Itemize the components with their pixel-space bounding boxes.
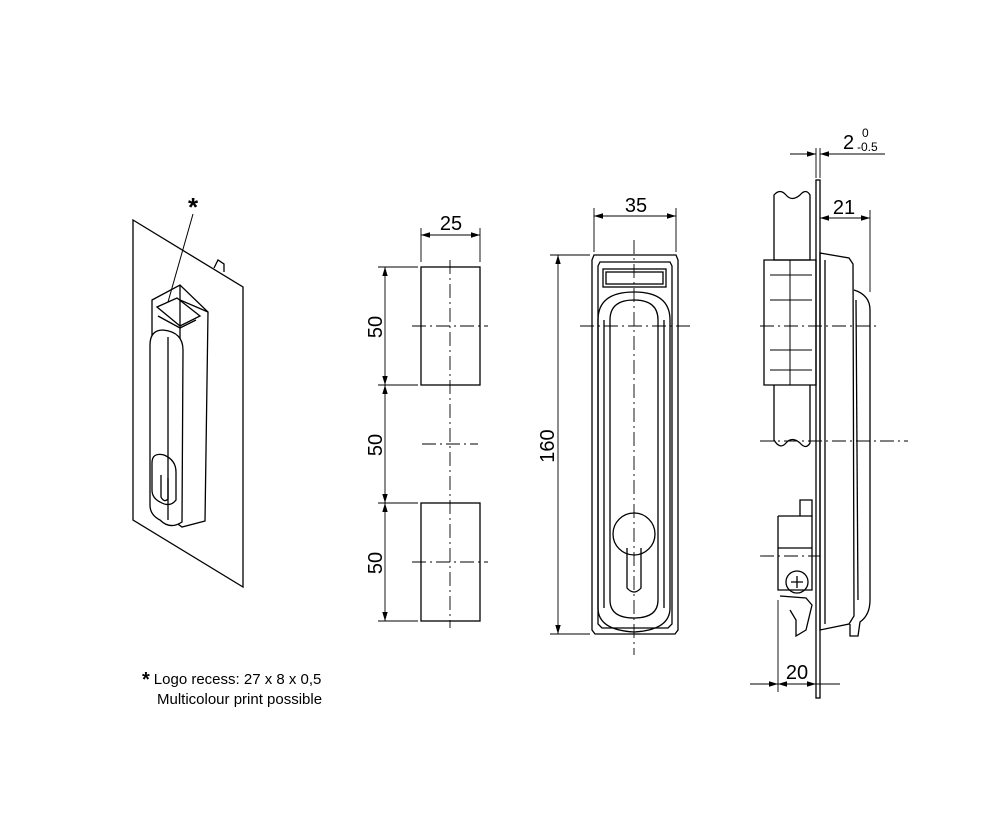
front-handle-inner [609,299,659,619]
logo-recess [155,297,202,327]
front-outer-frame [591,254,679,635]
side-rear-bracket-bottom [778,499,813,517]
panel-clip [213,259,225,272]
front-height-label: 160 [537,429,559,462]
cutout-width-label: 25 [440,213,462,235]
footnote: *Logo recess: 27 x 8 x 0,5 Multicolour p… [142,670,322,709]
side-thickness-label: 2 [843,132,854,154]
side-tolerance-upper: 0 [862,126,869,140]
side-depth-label: 21 [833,197,855,219]
side-bottom-label: 20 [786,662,808,684]
side-view [750,148,908,699]
front-width-label: 35 [625,195,647,217]
front-logo-recess [602,268,667,288]
cutout-height-label-mid: 50 [365,434,387,456]
handle-lever [149,329,184,527]
asterisk-leader [167,213,194,303]
side-screw [785,570,809,594]
asterisk-marker: * [188,192,199,222]
footnote-line-2: Multicolour print possible [157,691,323,708]
lock-cylinder [151,453,177,506]
cutout-height-label-bottom: 50 [365,552,387,574]
footnote-asterisk: * [142,669,150,691]
side-handle [849,289,871,637]
side-rear-bracket-top [773,190,811,261]
footnote-line-1: *Logo recess: 27 x 8 x 0,5 [142,670,322,690]
cutout-height-label-top: 50 [365,316,387,338]
front-key-slot [626,548,642,593]
front-view [550,208,690,655]
side-housing [819,252,855,631]
cutout-view [378,228,488,628]
isometric-view [132,213,244,589]
footnote-text-1: Logo recess: 27 x 8 x 0,5 [153,671,322,688]
front-handle-outer [597,291,671,633]
side-tolerance-lower: -0.5 [857,140,878,154]
